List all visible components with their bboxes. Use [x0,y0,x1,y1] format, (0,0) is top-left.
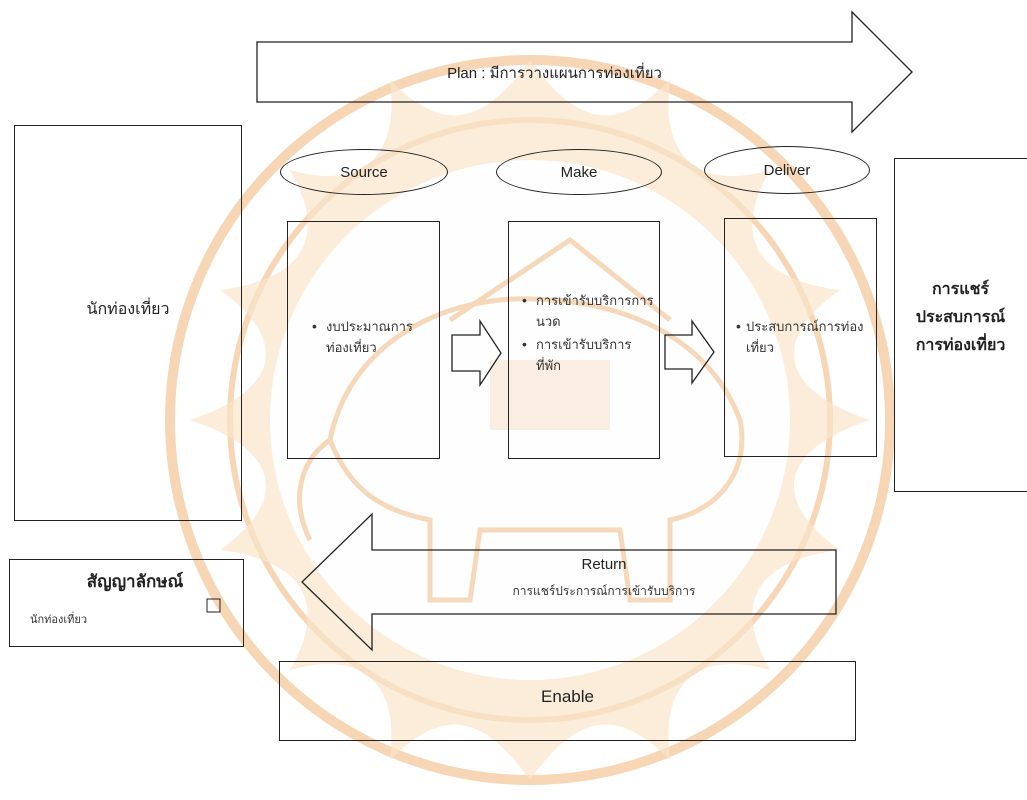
source-to-make-arrow [451,318,502,388]
source-bullets: • งบประมาณการท่องเที่ยว [312,316,434,358]
make-label: Make [560,163,598,181]
deliver-oval: Deliver [704,146,870,194]
bullet-icon: • [736,318,741,334]
make-box [508,221,660,459]
legend-square-icon [206,598,221,613]
deliver-box [724,218,877,457]
plan-arrow [256,10,913,134]
source-label: Source [340,163,388,181]
make-to-deliver-arrow [664,318,715,386]
share-experience-label: การแชร์ ประสบการณ์ การท่องเที่ยว [894,276,1027,360]
make-oval: Make [496,149,662,195]
list-item: • ประสบการณ์การท่องเที่ยว [736,316,872,358]
share-line-3: การท่องเที่ยว [915,337,1006,354]
enable-label: Enable [541,687,594,706]
bullet-icon: • [522,292,527,308]
source-oval: Source [280,149,448,195]
legend-title: สัญญาลักษณ์ [86,572,184,591]
list-item: • งบประมาณการท่องเที่ยว [312,316,434,358]
share-experience-box [894,158,1027,492]
bullet-icon: • [312,318,317,334]
legend-box [9,559,244,647]
make-bullets: • การเข้ารับบริการการนวด • การเข้ารับบริ… [522,290,654,376]
legend-item-label: นักท่องเที่ยว [30,614,88,626]
deliver-label: Deliver [763,161,811,179]
share-line-2: ประสบการณ์ [915,309,1006,326]
tourist-box [14,125,242,521]
return-subtitle: การแชร์ประการณ์การเข้ารับบริการ [512,584,696,598]
list-item: • การเข้ารับบริการการนวด [522,290,654,332]
bullet-icon: • [522,336,527,352]
source-box [287,221,440,459]
return-arrow [301,512,837,652]
deliver-bullets: • ประสบการณ์การท่องเที่ยว [736,316,872,358]
return-title: Return [581,556,627,573]
list-item: • การเข้ารับบริการที่พัก [522,334,654,376]
diagram-shapes [206,10,913,652]
plan-arrow-label: Plan : มีการวางแผนการท่องเที่ยว [447,65,662,82]
tourist-box-label: นักท่องเที่ยว [86,301,170,318]
share-line-1: การแชร์ [931,281,990,298]
